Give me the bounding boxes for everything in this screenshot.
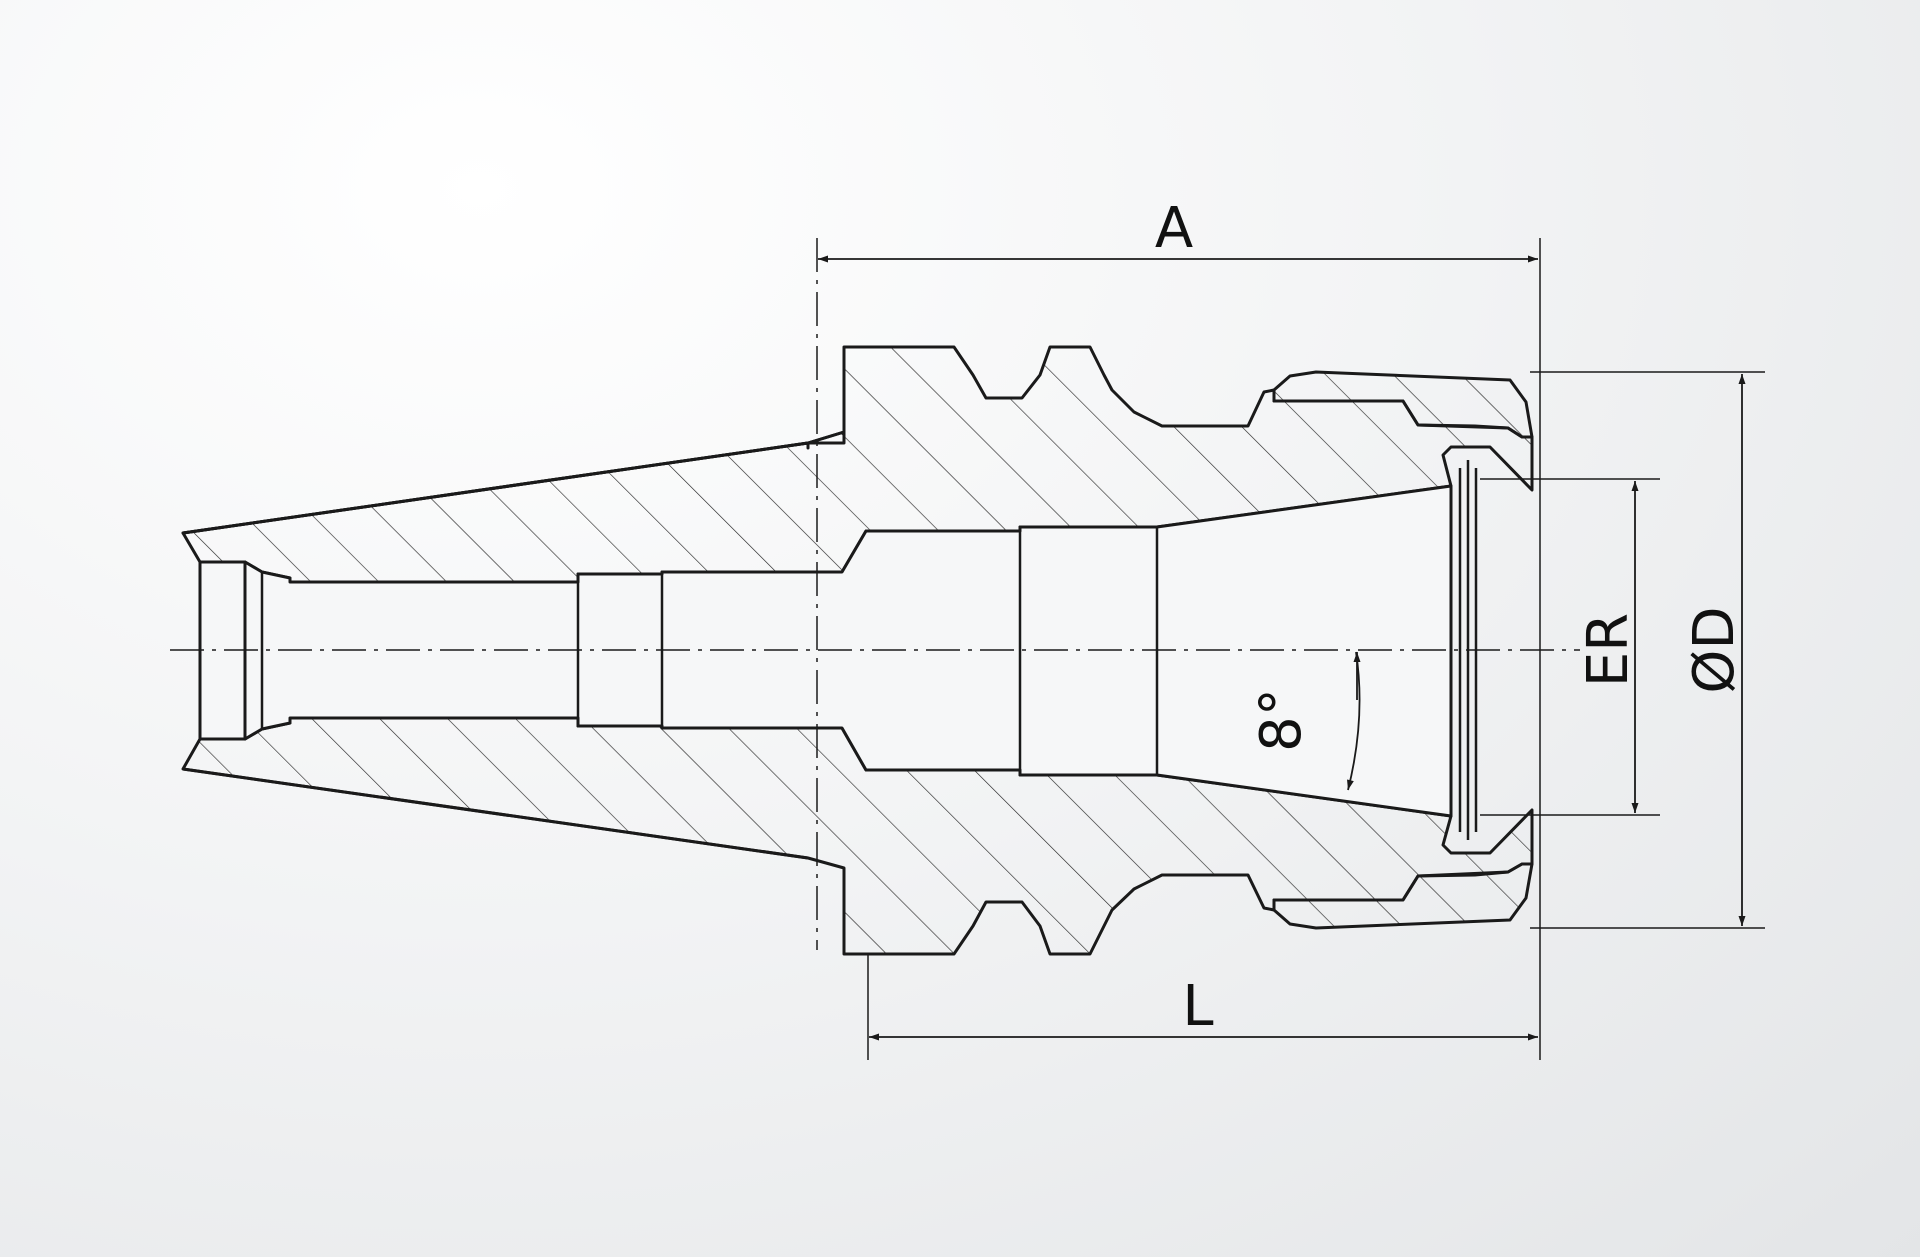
taper-outline (182, 441, 809, 860)
dimension-er-label: ER (1576, 613, 1641, 687)
clamping-nut-top (1272, 370, 1534, 439)
angle-label: 8° (1249, 688, 1314, 752)
dimension-l-label: L (1182, 974, 1213, 1039)
dimension-a-label: A (1155, 196, 1193, 261)
dimension-d-label: ØD (1682, 606, 1747, 693)
clamping-nut-bottom (1272, 862, 1534, 930)
extension-lines (867, 238, 1765, 1060)
